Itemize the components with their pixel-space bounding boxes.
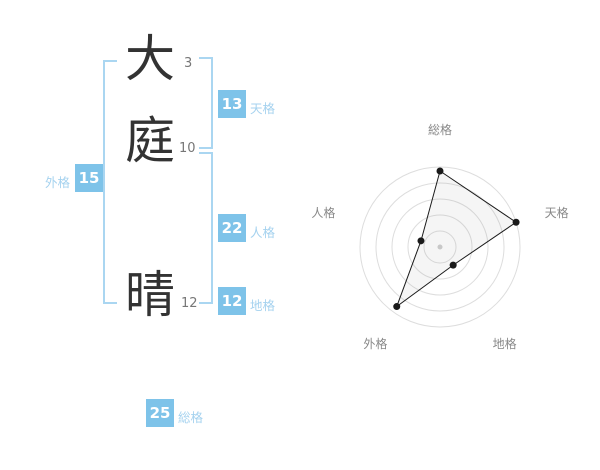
gaikaku-label: 外格 [45, 175, 71, 190]
jinkaku-badge: 22 [218, 214, 246, 242]
gaikaku-bracket [103, 60, 117, 304]
radar-axis-label: 地格 [493, 336, 517, 351]
surname-char-2: 庭 [125, 112, 175, 170]
surname-char-1: 大 [125, 30, 175, 88]
radar-center-dot [437, 244, 443, 250]
tenkaku-badge: 13 [218, 90, 246, 118]
stroke-count-1: 3 [184, 56, 193, 71]
soukaku-label: 総格 [178, 410, 204, 425]
chikaku-badge: 12 [218, 287, 246, 315]
radar-data-point [512, 218, 520, 226]
radar-data-point [417, 237, 425, 245]
soukaku-badge: 25 [146, 399, 174, 427]
radar-data-point [449, 261, 457, 269]
gaikaku-badge: 15 [75, 164, 103, 192]
radar-ring [423, 230, 457, 264]
radar-ring [359, 166, 521, 328]
radar-polygon [395, 170, 517, 308]
jinkaku-bracket [199, 152, 213, 304]
stroke-count-3: 12 [181, 296, 198, 311]
jinkaku-label: 人格 [250, 225, 276, 240]
radar-data-point [393, 303, 401, 311]
radar-ring [407, 214, 473, 280]
chikaku-label: 地格 [250, 298, 276, 313]
radar-ring [391, 198, 489, 296]
tenkaku-bracket [199, 57, 213, 149]
radar-axis-label: 総格 [428, 122, 452, 137]
radar-axis-label: 人格 [311, 205, 335, 220]
given-char-1: 晴 [125, 266, 175, 324]
tenkaku-label: 天格 [250, 101, 276, 116]
radar-ring [375, 182, 505, 312]
radar-data-point [436, 167, 444, 175]
radar-axis-label: 外格 [363, 336, 387, 351]
stroke-count-2: 10 [179, 141, 196, 156]
radar-axis-label: 天格 [545, 205, 569, 220]
